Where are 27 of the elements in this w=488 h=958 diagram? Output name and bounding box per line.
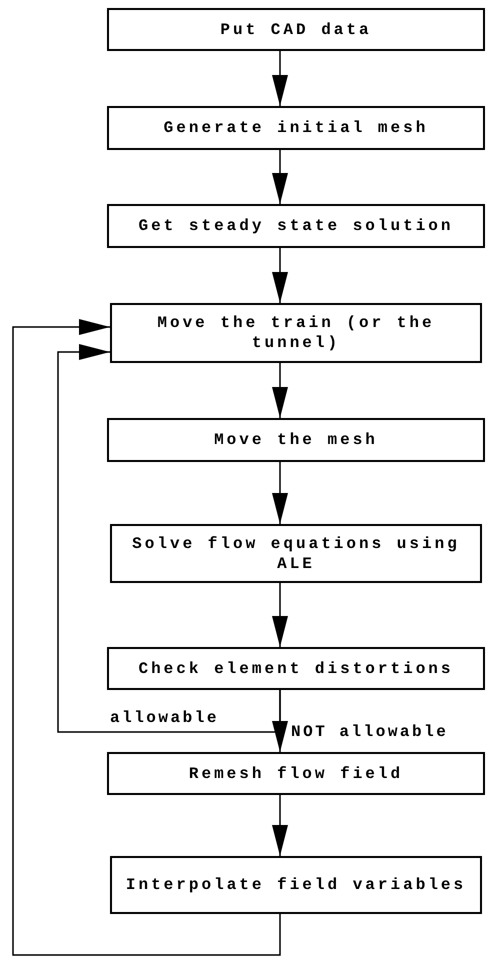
process-box	[110, 856, 482, 914]
process-box	[107, 204, 485, 248]
step-text: Solve flow equations using ALE	[131, 534, 461, 574]
step-text: Get steady state solution	[138, 216, 454, 236]
step-text: Move the train (or the tunnel)	[156, 313, 436, 353]
step-text: Put CAD data	[220, 20, 372, 40]
step-text: Move the mesh	[214, 430, 378, 450]
step-text: Check element distortions	[138, 658, 454, 678]
arrow	[272, 363, 288, 418]
arrow	[272, 51, 288, 106]
arrow	[272, 462, 288, 524]
process-box	[107, 752, 485, 795]
step-text: Remesh flow field	[188, 764, 404, 784]
step-text: Interpolate field variables	[126, 875, 466, 895]
arrow	[272, 583, 288, 647]
process-box	[107, 647, 485, 690]
step-text: Generate initial mesh	[164, 118, 428, 138]
process-box	[110, 303, 482, 363]
arrow	[272, 248, 288, 303]
process-box	[107, 418, 485, 462]
process-box	[107, 8, 485, 51]
process-box	[107, 106, 485, 150]
arrow	[272, 150, 288, 204]
arrow	[272, 690, 288, 752]
arrow	[12, 319, 281, 956]
process-box	[110, 524, 482, 583]
arrow	[272, 795, 288, 856]
